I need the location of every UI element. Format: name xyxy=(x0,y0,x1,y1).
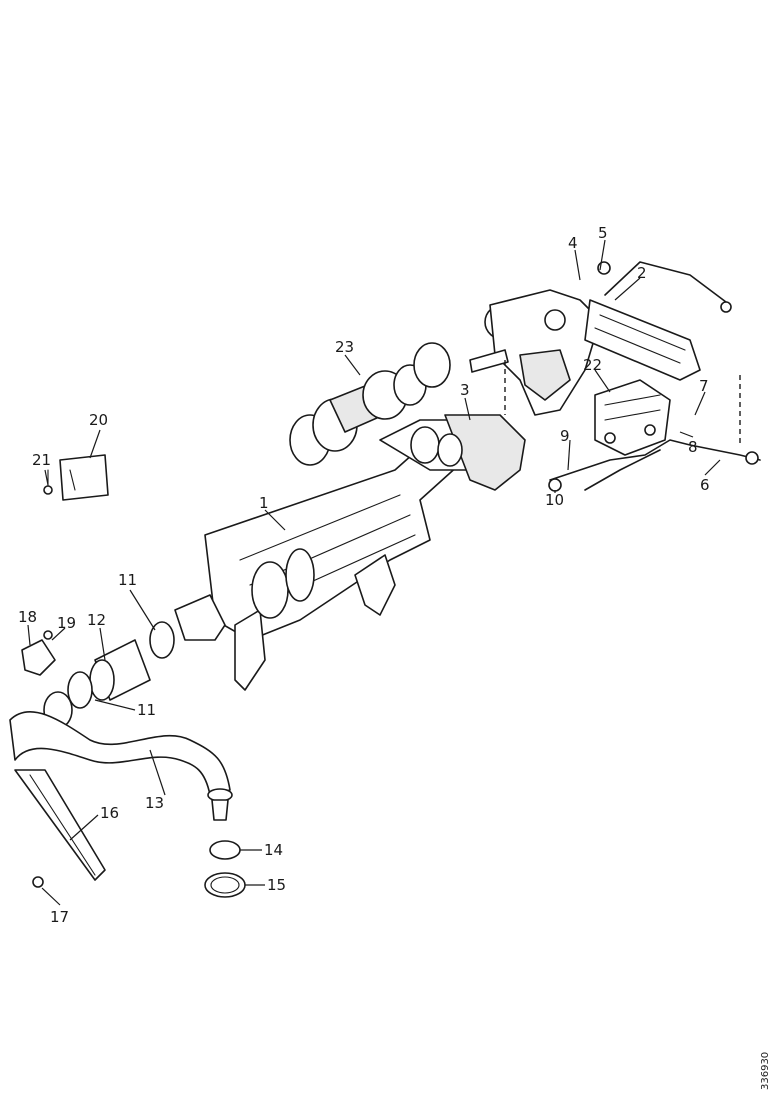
leader-lines xyxy=(27,239,721,906)
main-shaft-housing xyxy=(174,414,526,691)
callout-2: 2 xyxy=(637,264,647,282)
callout-6: 6 xyxy=(700,476,710,494)
callout-21: 21 xyxy=(32,451,51,469)
reference-code: 336930 xyxy=(760,1052,771,1090)
upper-valve-housing xyxy=(469,289,601,416)
support-bracket xyxy=(14,769,106,888)
callout-23: 23 xyxy=(335,338,354,356)
actuator-cylinder xyxy=(584,261,732,381)
callout-labels: 1 2 3 4 5 6 7 8 9 10 11 11 12 13 14 15 1… xyxy=(18,224,710,926)
callout-19: 19 xyxy=(57,614,76,632)
callout-10: 10 xyxy=(545,491,564,509)
callout-22: 22 xyxy=(583,356,602,374)
callout-8: 8 xyxy=(688,438,698,456)
callout-11-upper: 11 xyxy=(118,571,137,589)
callout-4: 4 xyxy=(568,234,578,252)
callout-12: 12 xyxy=(87,611,106,629)
callout-17: 17 xyxy=(50,908,69,926)
callout-3: 3 xyxy=(460,381,470,399)
callout-15: 15 xyxy=(267,876,286,894)
callout-18: 18 xyxy=(18,608,37,626)
callout-11-lower: 11 xyxy=(137,701,156,719)
bracket-plate xyxy=(43,454,109,501)
exhaust-pipe xyxy=(9,710,233,821)
hydraulic-pipes xyxy=(504,360,761,492)
callout-7: 7 xyxy=(699,377,709,395)
bracket-clip xyxy=(21,630,56,676)
callout-14: 14 xyxy=(264,841,283,859)
gasket-and-clamp xyxy=(204,840,246,898)
callout-20: 20 xyxy=(89,411,108,429)
callout-16: 16 xyxy=(100,804,119,822)
callout-9: 9 xyxy=(560,427,570,445)
valve-block xyxy=(594,379,671,456)
callout-13: 13 xyxy=(145,794,164,812)
callout-5: 5 xyxy=(598,224,608,242)
gear-spring-assembly xyxy=(289,342,451,466)
callout-1: 1 xyxy=(259,494,269,512)
